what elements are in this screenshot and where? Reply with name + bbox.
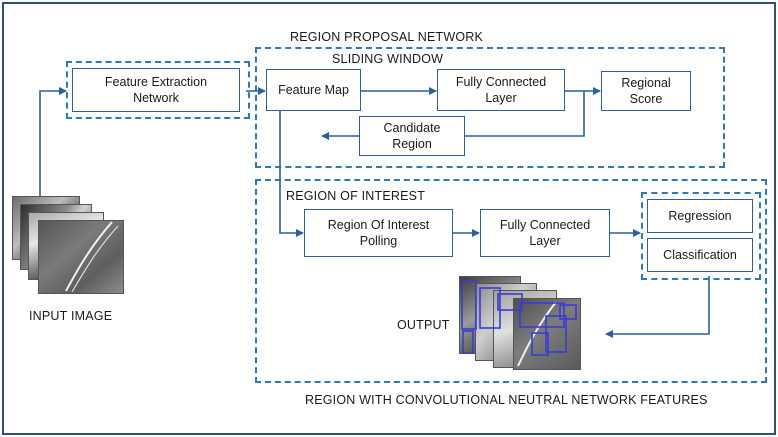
- roi-title: REGION OF INTEREST: [286, 189, 426, 203]
- roi-polling-box: Region Of Interest Polling: [304, 209, 453, 257]
- output-label: OUTPUT: [397, 318, 450, 332]
- arrow-input-to-feature-extraction: [39, 87, 67, 196]
- detection-box: [462, 330, 474, 354]
- detection-box: [545, 315, 567, 353]
- region-of-interest-container: [255, 179, 767, 383]
- candidate-region-box: Candidate Region: [359, 116, 465, 156]
- regional-score-box: Regional Score: [601, 71, 691, 111]
- output-image-layer-4: [513, 298, 581, 370]
- detection-box: [559, 304, 577, 320]
- input-image-layer-4: [38, 220, 124, 294]
- fully-connected-layer-bottom-box: Fully Connected Layer: [480, 209, 610, 257]
- regression-classification-container: [641, 192, 761, 280]
- sliding-window-title: SLIDING WINDOW: [332, 52, 444, 66]
- region-proposal-network-container: [255, 47, 725, 168]
- detection-box: [531, 332, 549, 356]
- detection-box: [461, 280, 477, 330]
- classification-box: Classification: [647, 238, 753, 272]
- feature-extraction-container: [66, 61, 250, 119]
- rcnn-title: REGION WITH CONVOLUTIONAL NEUTRAL NETWOR…: [305, 393, 708, 407]
- arrow-fc-top-to-candidate-region: [465, 91, 585, 137]
- detection-box: [479, 287, 501, 329]
- detection-box: [497, 293, 523, 311]
- rpn-title: REGION PROPOSAL NETWORK: [290, 30, 484, 44]
- arrow-classification-to-output: [605, 276, 710, 338]
- fully-connected-layer-top-box: Fully Connected Layer: [437, 69, 565, 111]
- feature-extraction-box: Feature Extraction Network: [72, 68, 240, 112]
- input-image-label: INPUT IMAGE: [29, 309, 113, 323]
- detection-box: [519, 302, 565, 328]
- feature-map-box: Feature Map: [266, 69, 361, 111]
- detection-boxes: [461, 280, 577, 356]
- regression-box: Regression: [647, 199, 753, 233]
- arrow-feature-map-to-roi-polling: [279, 111, 304, 237]
